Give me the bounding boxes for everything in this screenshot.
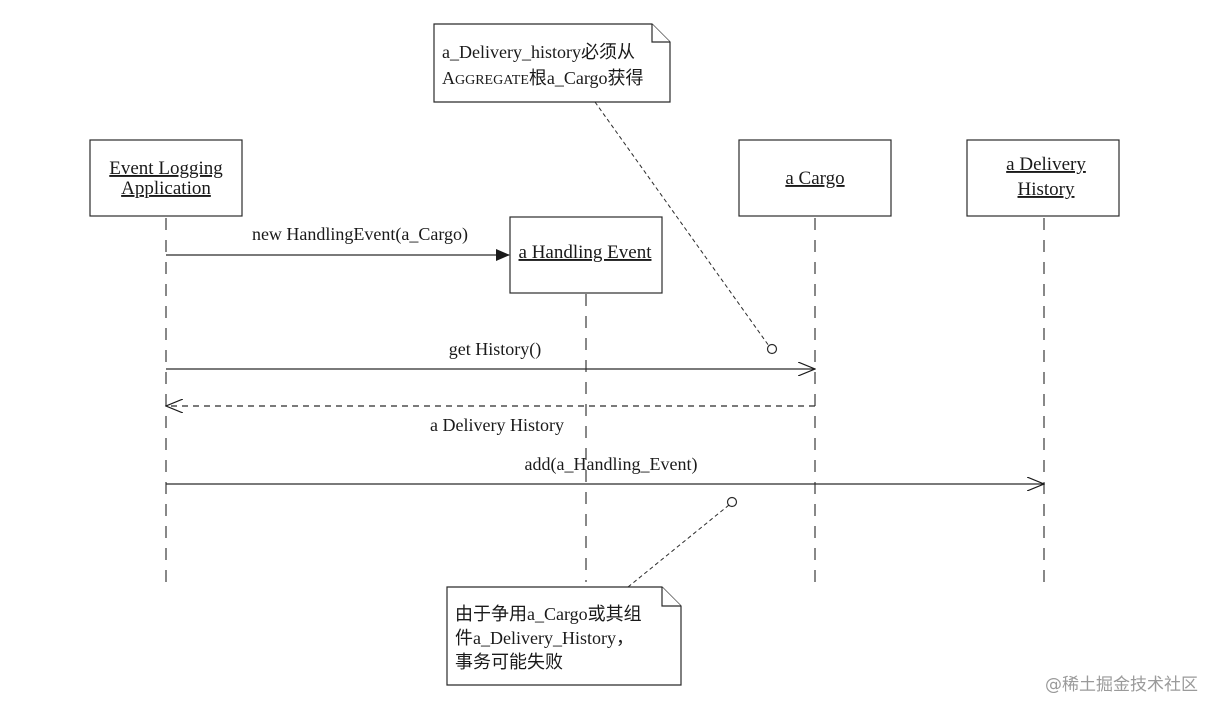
object-label-line2: History (1018, 179, 1076, 200)
note-line1: a_Delivery_history必须从 (442, 42, 635, 62)
message-add-handling-event: add(a_Handling_Event) (166, 454, 1044, 484)
message-label: new HandlingEvent(a_Cargo) (252, 224, 468, 245)
message-get-history: get History() (166, 339, 815, 369)
note-bottom: 由于争用a_Cargo或其组 件a_Delivery_History， 事务可能… (446, 586, 682, 686)
object-label-line1: Event Logging (109, 158, 223, 179)
message-label: get History() (449, 339, 541, 360)
object-label: a Handling Event (519, 242, 653, 263)
object-label: a Cargo (785, 168, 844, 189)
object-cargo: a Cargo (738, 139, 892, 217)
note-bottom-anchor (726, 496, 738, 508)
message-label: add(a_Handling_Event) (525, 454, 698, 475)
note-top: a_Delivery_history必须从 AGGREGATE根a_Cargo获… (433, 23, 671, 103)
object-event-logging-application: Event Logging Application (89, 139, 243, 217)
note-top-connector (594, 101, 770, 347)
note-line1: 由于争用a_Cargo或其组 (455, 604, 642, 624)
note-line2: AGGREGATE根a_Cargo获得 (442, 68, 644, 88)
message-label: a Delivery History (430, 415, 564, 435)
object-handling-event: a Handling Event (509, 216, 663, 294)
note-line2: 件a_Delivery_History， (455, 628, 634, 648)
watermark-text: @稀土掘金技术社区 (1045, 675, 1198, 695)
message-new-handling-event: new HandlingEvent(a_Cargo) (166, 224, 510, 261)
note-top-anchor (766, 343, 778, 355)
note-bottom-connector (627, 504, 730, 588)
message-return-delivery-history: a Delivery History (166, 406, 815, 435)
note-line3: 事务可能失败 (455, 652, 563, 672)
object-label-line1: a Delivery (1006, 154, 1086, 175)
object-delivery-history: a Delivery History (966, 139, 1120, 217)
object-label-line2: Application (121, 178, 211, 199)
